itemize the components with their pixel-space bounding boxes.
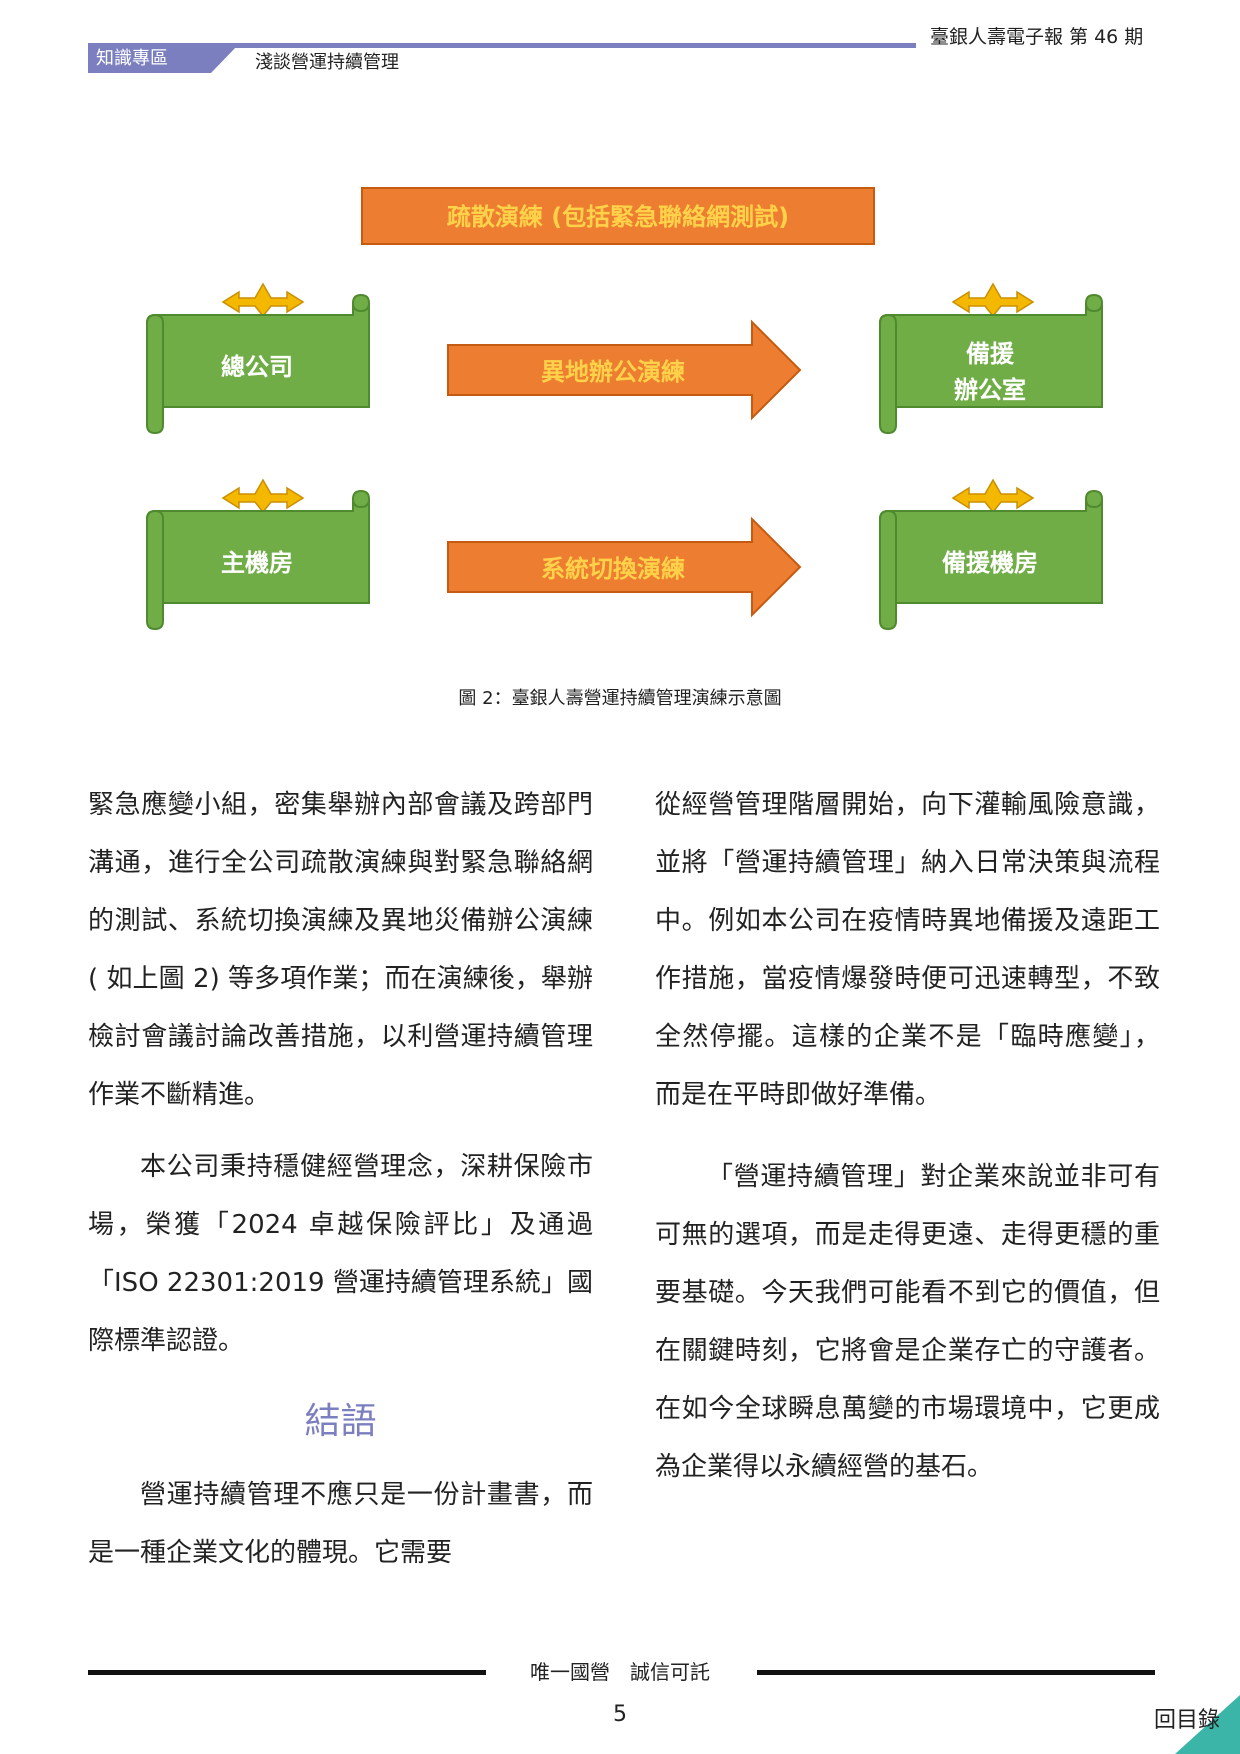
remote-office-drill-label: 異地辦公演練 — [541, 358, 685, 386]
figure-caption: 圖 2：臺銀人壽營運持續管理演練示意圖 — [458, 688, 782, 709]
bcm-drill-diagram: 疏散演練 (包括緊急聯絡網測試) 總公司 異地辦公演練 備援 辦公室 主機房 系… — [146, 187, 1103, 630]
left-paragraph-1: 緊急應變小組，密集舉辦內部會議及跨部門溝通，進行全公司疏散演練與對緊急聯絡網的測… — [88, 790, 593, 1110]
backup-office-label-1: 備援 — [966, 340, 1015, 368]
header-issue: 臺銀人壽電子報 第 46 期 — [930, 26, 1144, 48]
head-office-label: 總公司 — [221, 353, 293, 381]
left-column: 緊急應變小組，密集舉辦內部會議及跨部門溝通，進行全公司疏散演練與對緊急聯絡網的測… — [88, 776, 593, 1582]
back-to-toc-link[interactable]: 回目錄 — [1154, 1708, 1221, 1733]
backup-office-label-2: 辦公室 — [954, 376, 1026, 404]
footer-rule-right — [757, 1670, 1155, 1675]
evacuation-drill-banner — [361, 187, 875, 245]
ornament-icon — [952, 479, 1034, 513]
left-paragraph-3: 營運持續管理不應只是一份計畫書，而是一種企業文化的體現。它需要 — [88, 1480, 593, 1568]
page-number: 5 — [613, 1702, 627, 1727]
header-topic: 淺談營運持續管理 — [255, 52, 399, 73]
remote-office-arrow — [447, 319, 802, 421]
header-rule — [88, 43, 916, 48]
data-center-label: 主機房 — [221, 549, 293, 577]
system-switch-arrow — [447, 516, 802, 618]
section-heading: 結語 — [304, 1401, 377, 1442]
right-paragraph-1: 從經營管理階層開始，向下灌輸風險意識，並將「營運持續管理」納入日常決策與流程中。… — [655, 790, 1160, 1110]
footer-rule-left — [88, 1670, 486, 1675]
right-paragraph-2: 「營運持續管理」對企業來說並非可有可無的選項，而是走得更遠、走得更穩的重要基礎。… — [655, 1162, 1160, 1482]
ornament-icon — [222, 479, 304, 513]
ornament-icon — [222, 283, 304, 317]
banner-label: 疏散演練 (包括緊急聯絡網測試) — [447, 203, 789, 231]
right-column: 從經營管理階層開始，向下灌輸風險意識，並將「營運持續管理」納入日常決策與流程中。… — [655, 776, 1160, 1496]
backup-data-center-label: 備援機房 — [942, 549, 1038, 577]
left-paragraph-2: 本公司秉持穩健經營理念，深耕保險市場，榮獲「2024 卓越保險評比」及通過「IS… — [88, 1152, 593, 1356]
footer-slogan: 唯一國營 誠信可託 — [530, 1660, 710, 1684]
section-tab: 知識專區 — [88, 45, 238, 73]
system-switch-drill-label: 系統切換演練 — [541, 555, 685, 583]
ornament-icon — [952, 283, 1034, 317]
